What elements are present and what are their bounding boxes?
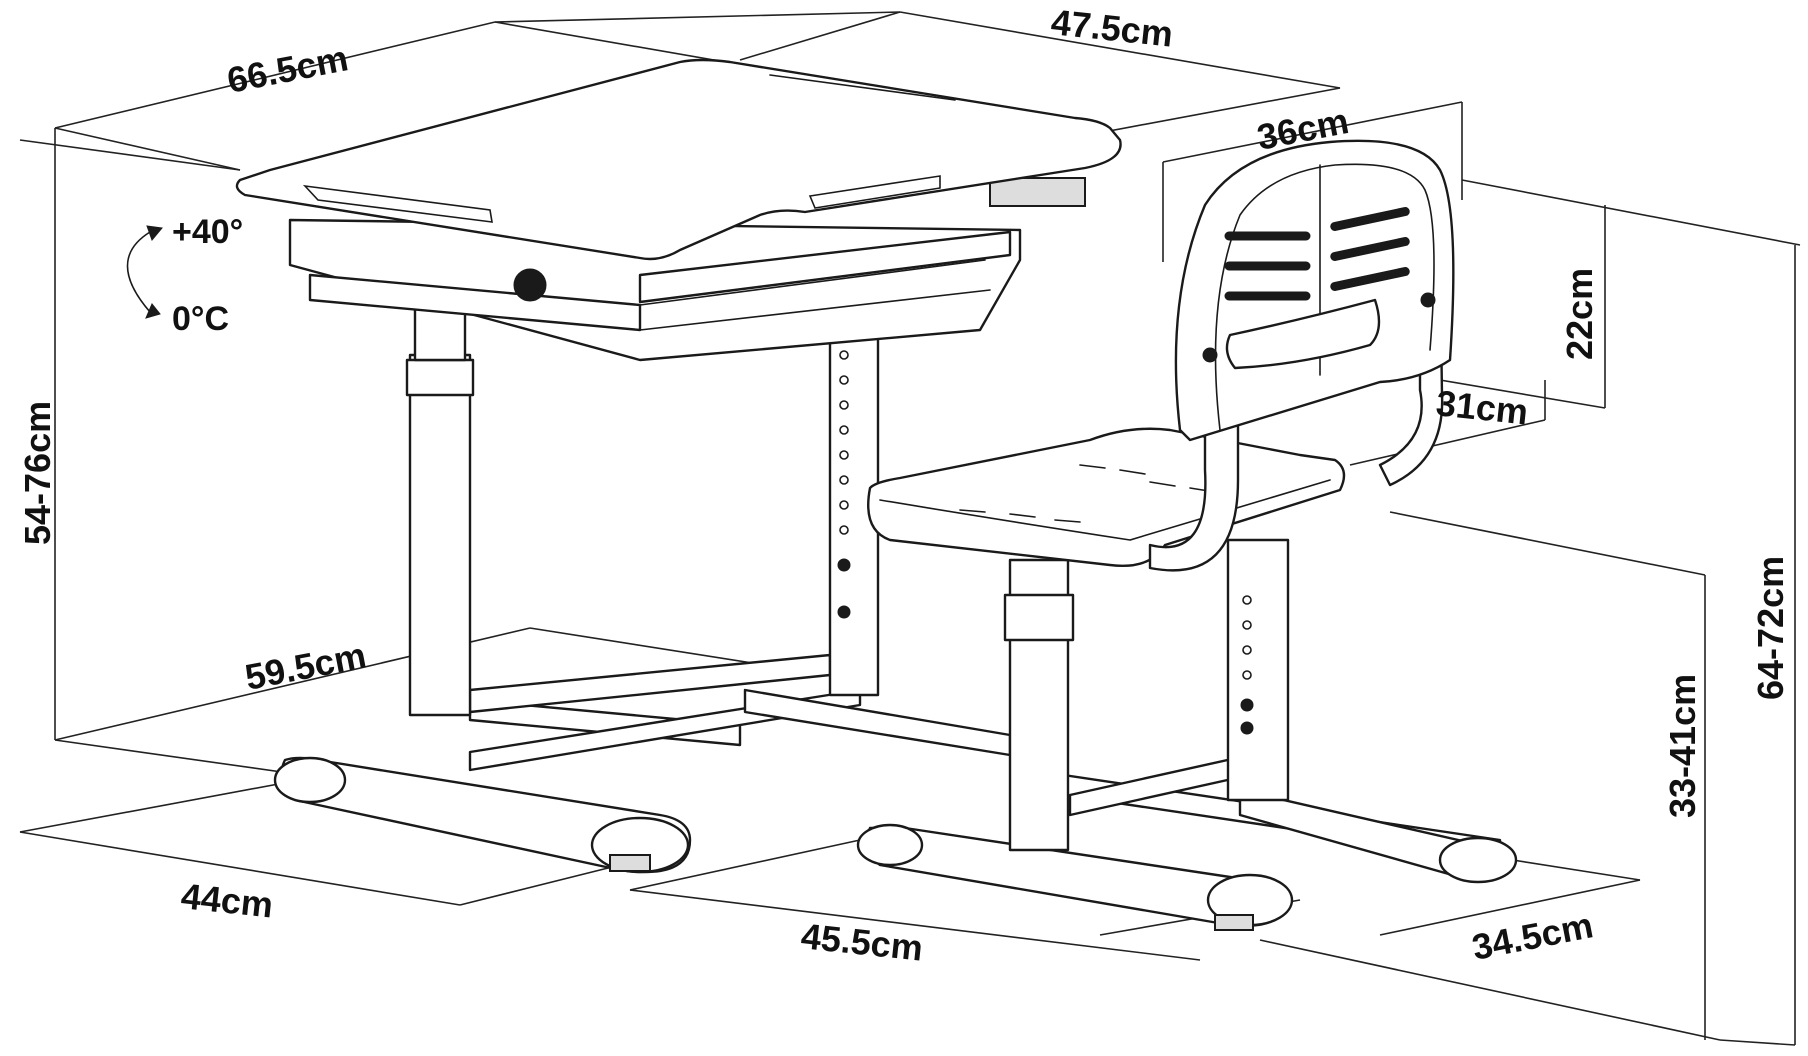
desk-width-tick-left — [54, 127, 241, 171]
label-tilt-min: 0°C — [172, 300, 229, 338]
chair-backrest-handle — [1225, 298, 1381, 370]
chair-floor-line — [1259, 939, 1721, 1041]
desk-height-tick-top — [19, 139, 241, 171]
label-chair-total-height: 64-72cm — [1750, 556, 1791, 700]
chair-base-width-line — [1379, 879, 1641, 936]
chair-front-post-collar — [1003, 593, 1075, 642]
tilt-arc — [126, 231, 151, 313]
chair-back-bolt-right — [1420, 292, 1436, 308]
chair-offset-tick — [629, 839, 861, 891]
desk-book-stop — [769, 74, 956, 101]
label-chair-seat-height: 33-41cm — [1662, 674, 1703, 818]
chair-seat-edge — [879, 479, 1331, 541]
label-tilt-max: +40° — [172, 213, 243, 251]
label-desk-base-depth: 44cm — [179, 875, 275, 925]
desk-floor-edge — [54, 739, 311, 777]
desk-depth-line-2 — [739, 11, 901, 61]
chair-foot-glide — [1214, 914, 1254, 931]
chair-total-height-tick — [1719, 1039, 1796, 1046]
chair-seat-height-tick — [1389, 511, 1706, 576]
desk-depth-line — [494, 11, 901, 23]
label-desk-leg-span: 59.5cm — [242, 634, 370, 698]
desk-drawer-front — [638, 230, 1012, 304]
chair-back-width-line — [1162, 101, 1463, 163]
desk-left-leg-collar — [405, 358, 475, 397]
label-desk-depth: 47.5cm — [1049, 1, 1175, 55]
desk-top — [235, 58, 1122, 261]
chair-post-adjust-holes — [1240, 595, 1254, 735]
chair-backrest-inner — [1214, 163, 1435, 431]
label-chair-back-height: 22cm — [1559, 268, 1600, 360]
desk-foot-glide — [609, 854, 651, 872]
desk-right-foot — [743, 688, 1012, 757]
desk-leg-adjust-holes — [837, 350, 851, 619]
label-desk-height: 54-76cm — [17, 401, 58, 545]
desk-lip — [808, 175, 941, 209]
label-desk-width: 66.5cm — [224, 37, 352, 101]
label-chair-base-width: 34.5cm — [1469, 904, 1597, 968]
label-chair-seat-depth: 31cm — [1434, 382, 1530, 432]
chair-seat-depth-line — [1349, 419, 1546, 466]
chair-foot-cap-3 — [1438, 836, 1518, 884]
desk-foot-cap-front — [273, 756, 347, 804]
desk-right-leg — [828, 313, 880, 697]
chair-back-top-extension — [1461, 179, 1801, 246]
tilt-arrow-up-icon — [146, 225, 163, 241]
desk-base-depth-line-left — [19, 779, 301, 833]
desk-rear-hinge — [989, 177, 1086, 207]
desk-left-leg — [408, 353, 472, 717]
desk-drawer-lines — [639, 259, 991, 331]
chair-back-bolt-left — [1202, 347, 1218, 363]
chair-base-width-tick — [1499, 857, 1641, 881]
chair-back-height-tick — [1439, 379, 1606, 409]
tilt-indicator — [126, 225, 163, 319]
desk — [235, 58, 1122, 874]
chair — [856, 139, 1518, 931]
chair-backrest-vents — [1224, 207, 1410, 301]
chair-offset-line — [629, 889, 1201, 961]
chair-rear-post — [1226, 538, 1290, 802]
desk-tilt-knob — [513, 268, 547, 302]
desk-width-line — [54, 21, 496, 129]
desk-depth-line-3 — [899, 11, 1341, 89]
chair-foot-cap-1 — [856, 823, 924, 867]
tilt-arrow-down-icon — [145, 303, 161, 319]
desk-base-depth-line — [19, 831, 461, 906]
desk-pen-groove — [302, 184, 493, 223]
desk-base-depth-tick — [459, 864, 621, 906]
